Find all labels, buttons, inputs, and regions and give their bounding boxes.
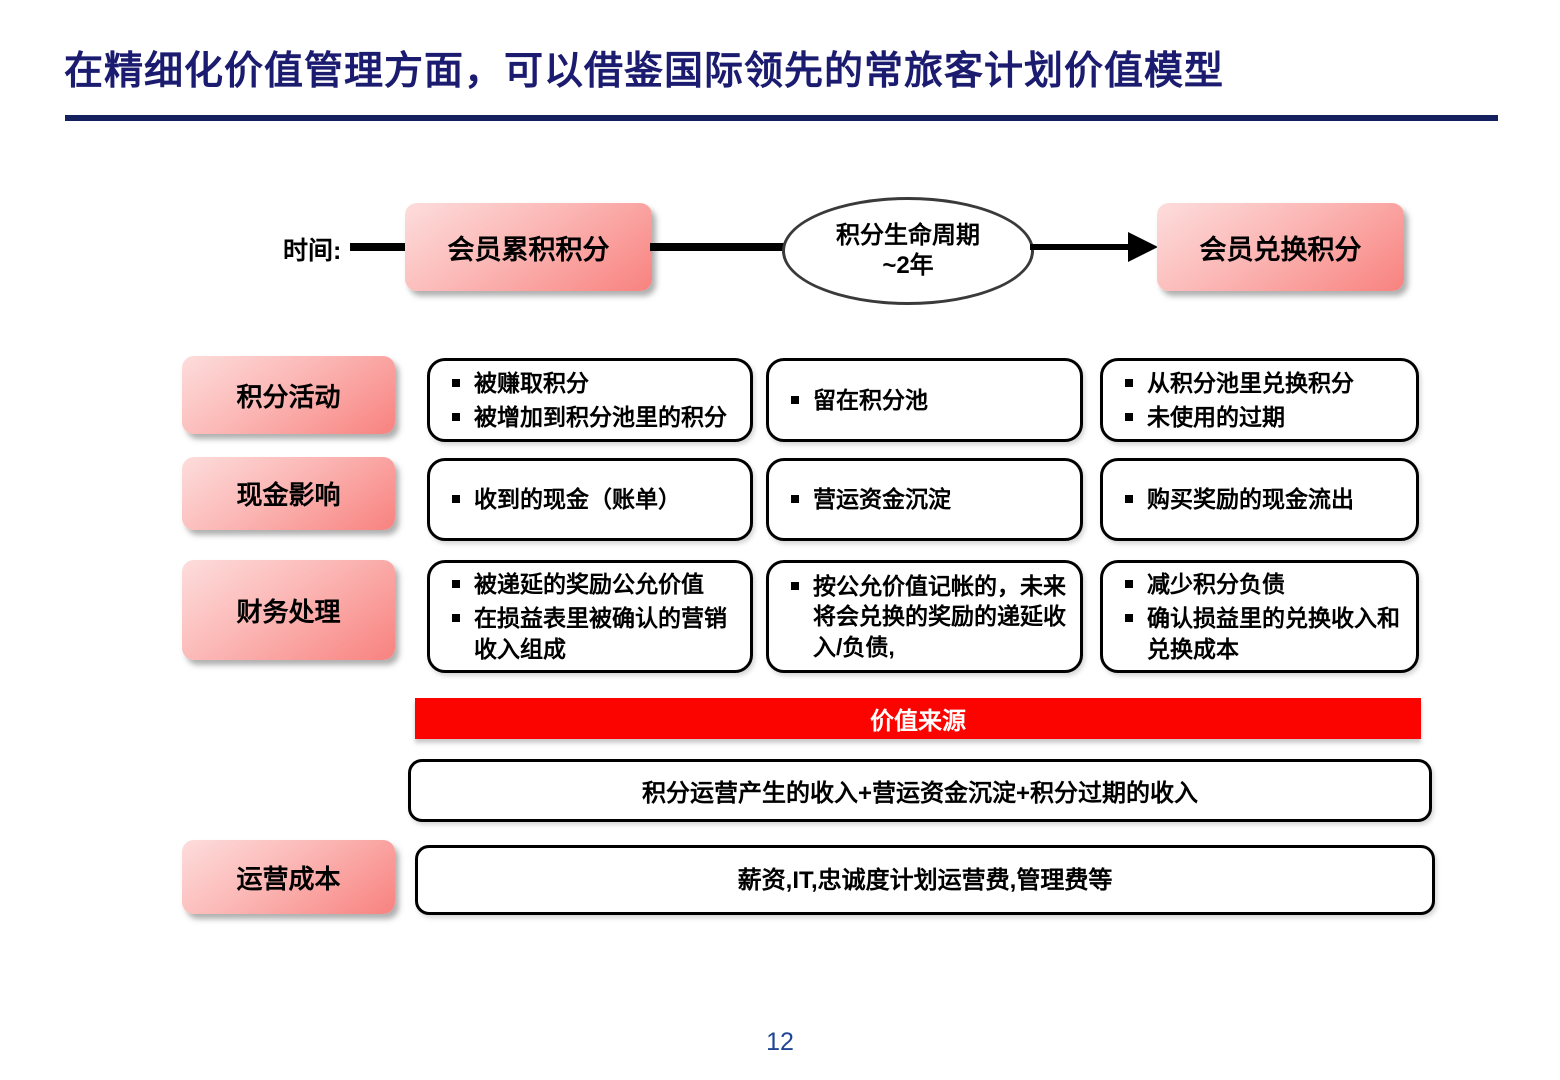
row-label-points-activity: 积分活动 — [182, 356, 395, 434]
matrix-cell: 营运资金沉淀 — [766, 458, 1083, 541]
bullet-square-icon — [791, 395, 799, 404]
matrix-cell: 减少积分负债 确认损益里的兑换收入和兑换成本 — [1100, 560, 1419, 673]
list-item-text: 在损益表里被确认的营销收入组成 — [474, 605, 727, 662]
bullet-square-icon — [1125, 614, 1133, 623]
list-item: 被递延的奖励公允价值 — [446, 569, 736, 599]
value-source-banner: 价值来源 — [415, 698, 1421, 739]
bullet-square-icon — [1125, 413, 1133, 421]
list-item: 按公允价值记帐的，未来将会兑换的奖励的递延收入/负债, — [785, 571, 1066, 662]
list-item: 减少积分负债 — [1119, 569, 1402, 599]
bullet-square-icon — [1125, 378, 1133, 387]
list-item-text: 被赚取积分 — [474, 369, 589, 396]
timeline-connector-line — [650, 243, 784, 251]
list-item-text: 确认损益里的兑换收入和兑换成本 — [1147, 605, 1400, 662]
timeline-connector-line — [350, 243, 408, 251]
bullet-square-icon — [791, 495, 799, 504]
list-item: 收到的现金（账单） — [446, 484, 736, 514]
list-item: 留在积分池 — [785, 385, 1066, 415]
title-underline — [65, 115, 1498, 121]
list-item-text: 按公允价值记帐的，未来将会兑换的奖励的递延收入/负债, — [813, 572, 1066, 660]
matrix-cell: 留在积分池 — [766, 358, 1083, 442]
list-item-text: 未使用的过期 — [1147, 404, 1285, 430]
page-title: 在精细化价值管理方面，可以借鉴国际领先的常旅客计划价值模型 — [64, 50, 1225, 93]
points-lifecycle-ellipse: 积分生命周期 ~2年 — [782, 197, 1034, 305]
matrix-cell: 收到的现金（账单） — [427, 458, 753, 541]
list-item: 购买奖励的现金流出 — [1119, 484, 1402, 514]
list-item-text: 减少积分负债 — [1147, 570, 1285, 597]
bullet-square-icon — [791, 581, 799, 590]
matrix-cell: 被递延的奖励公允价值 在损益表里被确认的营销收入组成 — [427, 560, 753, 673]
arrow-right-shaft — [1030, 244, 1133, 250]
row-label-operating-cost: 运营成本 — [182, 840, 395, 914]
matrix-cell: 购买奖励的现金流出 — [1100, 458, 1419, 541]
matrix-cell: 按公允价值记帐的，未来将会兑换的奖励的递延收入/负债, — [766, 560, 1083, 673]
row-label-cash-impact: 现金影响 — [182, 457, 395, 530]
flow-box-redeem-points: 会员兑换积分 — [1157, 203, 1404, 291]
matrix-cell: 从积分池里兑换积分 未使用的过期 — [1100, 358, 1419, 442]
list-item-text: 被增加到积分池里的积分 — [474, 404, 727, 430]
matrix-cell: 被赚取积分 被增加到积分池里的积分 — [427, 358, 753, 442]
operating-cost-box: 薪资,IT,忠诚度计划运营费,管理费等 — [415, 845, 1435, 915]
arrow-right-icon — [1128, 232, 1158, 262]
list-item-text: 收到的现金（账单） — [474, 486, 681, 513]
bullet-square-icon — [1125, 579, 1133, 588]
list-item: 从积分池里兑换积分 — [1119, 368, 1402, 398]
list-item-text: 留在积分池 — [813, 386, 928, 413]
list-item: 未使用的过期 — [1119, 402, 1402, 432]
list-item: 确认损益里的兑换收入和兑换成本 — [1119, 603, 1402, 664]
list-item-text: 营运资金沉淀 — [813, 486, 951, 513]
operating-cost-text: 薪资,IT,忠诚度计划运营费,管理费等 — [737, 867, 1113, 894]
lifecycle-line2: ~2年 — [882, 252, 934, 279]
value-formula-box: 积分运营产生的收入+营运资金沉淀+积分过期的收入 — [408, 759, 1432, 822]
list-item-text: 被递延的奖励公允价值 — [474, 570, 704, 597]
bullet-square-icon — [452, 614, 460, 623]
row-label-financial-treatment: 财务处理 — [182, 560, 395, 660]
page-number: 12 — [766, 1028, 794, 1056]
list-item-text: 购买奖励的现金流出 — [1147, 486, 1354, 513]
list-item: 被增加到积分池里的积分 — [446, 402, 736, 432]
lifecycle-line1: 积分生命周期 — [836, 222, 980, 249]
list-item: 营运资金沉淀 — [785, 484, 1066, 514]
timeline-time-label: 时间: — [283, 237, 342, 265]
bullet-square-icon — [452, 579, 460, 588]
bullet-square-icon — [452, 378, 460, 387]
list-item: 在损益表里被确认的营销收入组成 — [446, 603, 736, 664]
bullet-square-icon — [1125, 495, 1133, 504]
bullet-square-icon — [452, 413, 460, 421]
bullet-square-icon — [452, 495, 460, 504]
list-item-text: 从积分池里兑换积分 — [1147, 369, 1354, 396]
list-item: 被赚取积分 — [446, 368, 736, 398]
flow-box-accrue-points: 会员累积积分 — [405, 203, 652, 291]
